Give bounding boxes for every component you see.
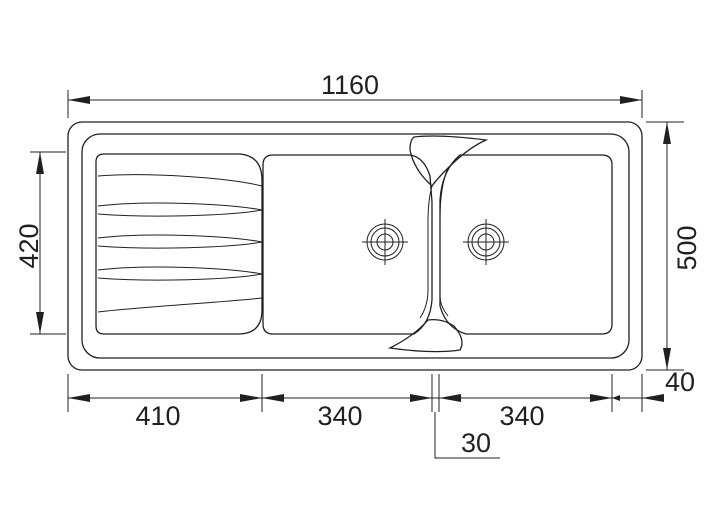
sink-outer-rim bbox=[67, 121, 643, 371]
drainer-groove-5 bbox=[97, 297, 263, 313]
dimension-bowl-gap-label: 30 bbox=[461, 428, 491, 458]
drainer-groove-2 bbox=[97, 202, 263, 217]
dimension-gap-leader bbox=[434, 412, 500, 459]
dimension-drainer-width-label: 410 bbox=[135, 401, 180, 431]
bottom-overflow-cup bbox=[387, 318, 463, 353]
left-waste-outlet-icon bbox=[362, 219, 408, 265]
dimension-left-bowl-width-label: 340 bbox=[317, 401, 362, 431]
top-overflow-cup bbox=[409, 135, 489, 187]
drainer-board bbox=[95, 153, 263, 335]
drainer-groove-3 bbox=[97, 234, 263, 249]
dimension-overall-depth: 500 bbox=[646, 121, 702, 371]
bowl-divider bbox=[387, 135, 489, 353]
dimension-overall-depth-label: 500 bbox=[672, 225, 702, 270]
left-bowl bbox=[262, 154, 433, 335]
waste-outlet-icon bbox=[362, 219, 509, 265]
left-bowl-outline bbox=[262, 154, 433, 335]
sink-inner-rim bbox=[81, 133, 630, 359]
dimension-overall-width: 1160 bbox=[67, 70, 643, 118]
right-bowl bbox=[439, 154, 613, 335]
divider-left-edge bbox=[419, 185, 433, 319]
dimension-right-bowl-width-label: 340 bbox=[499, 401, 544, 431]
right-waste-outlet-icon bbox=[463, 219, 509, 265]
dimension-edge-offset-label: 40 bbox=[665, 367, 695, 397]
dimension-drainer-depth: 420 bbox=[14, 151, 66, 335]
right-bowl-outline bbox=[439, 154, 613, 335]
dimension-overall-width-label: 1160 bbox=[321, 70, 379, 100]
divider-right-edge bbox=[439, 167, 449, 317]
drainer-outline bbox=[95, 153, 263, 335]
drainer-groove-4 bbox=[97, 266, 263, 281]
sink-outline bbox=[67, 121, 643, 371]
dimension-drainer-depth-label: 420 bbox=[14, 223, 44, 268]
drainer-groove-1 bbox=[97, 174, 263, 187]
dimension-bottom-chain: 410 340 340 40 30 bbox=[67, 367, 695, 459]
